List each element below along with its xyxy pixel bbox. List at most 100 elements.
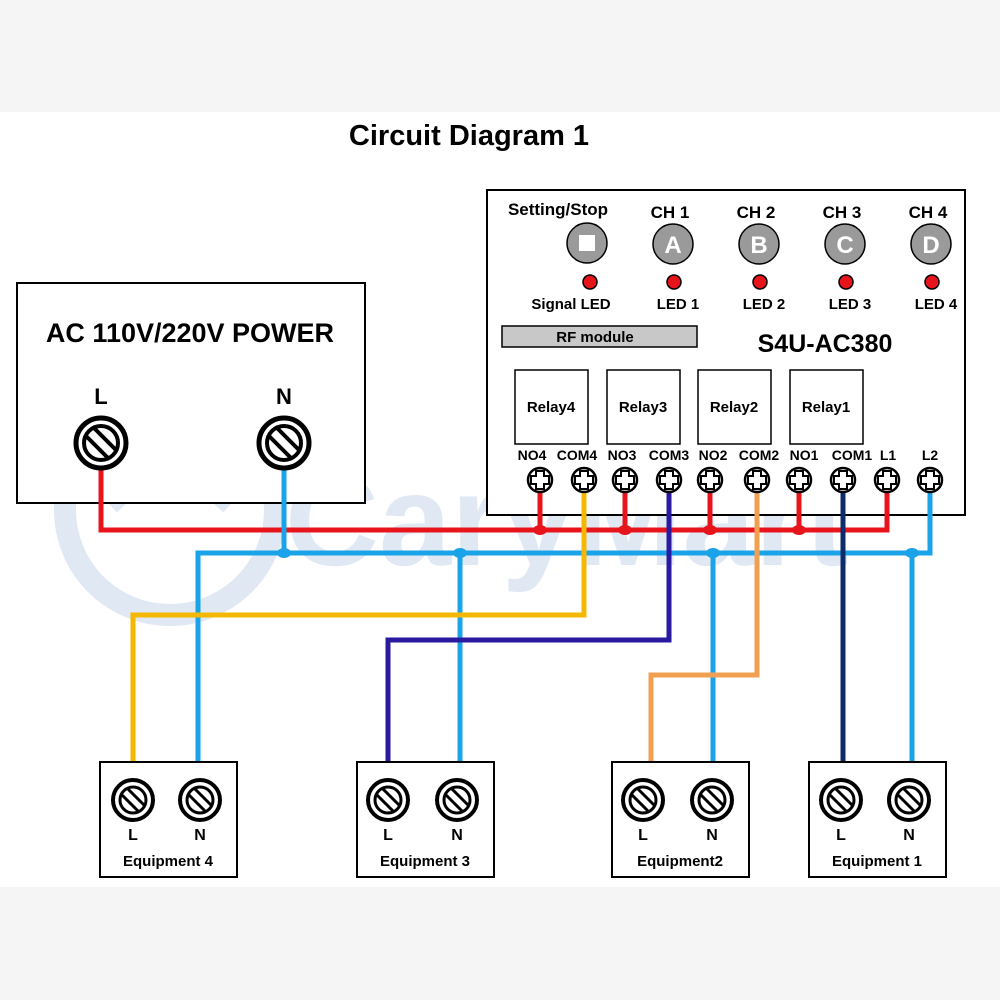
relay-box-relay1 (789, 369, 864, 445)
equipment-4-label: Equipment 4 (123, 853, 214, 870)
equipment-1-l-label: L (836, 827, 846, 844)
live-junction-2 (618, 525, 632, 535)
equipment-4-n-label: N (194, 827, 206, 844)
led-3 (838, 274, 854, 290)
live-junction-4 (792, 525, 806, 535)
relay-box-relay4 (514, 369, 589, 445)
controller-model: S4U-AC380 (758, 330, 893, 358)
channel-button-c[interactable] (824, 223, 866, 265)
led-1 (666, 274, 682, 290)
terminal-label-no1: NO1 (790, 447, 819, 463)
terminal-no3 (611, 466, 639, 494)
equipment-4-l-label: L (128, 827, 138, 844)
terminal-label-l1: L1 (880, 447, 897, 463)
power-terminal-n-label: N (276, 384, 292, 409)
channel-button-letter-4: D (922, 232, 939, 259)
neutral-junction-3 (706, 548, 720, 558)
channel-label-4: CH 4 (909, 203, 948, 222)
terminal-label-l2: L2 (922, 447, 939, 463)
terminal-label-com2: COM2 (739, 447, 780, 463)
controller-box (486, 189, 966, 516)
terminal-no4 (526, 466, 554, 494)
equipment2-n-label: N (706, 827, 718, 844)
signal-led (582, 274, 598, 290)
power-label: AC 110V/220V POWER (46, 318, 334, 348)
relay-label-relay1: Relay1 (802, 399, 850, 416)
channel-button-letter-3: C (836, 232, 853, 259)
neutral-junction-4 (905, 548, 919, 558)
channel-button-letter-1: A (664, 232, 681, 259)
relay-box-relay2 (697, 369, 772, 445)
terminal-label-no2: NO2 (699, 447, 728, 463)
terminal-com3 (655, 466, 683, 494)
terminal-label-no4: NO4 (518, 447, 547, 463)
equipment-1-n-label: N (903, 827, 915, 844)
led-2 (752, 274, 768, 290)
neutral-bus-wire (281, 460, 933, 556)
channel-label-3: CH 3 (823, 203, 862, 222)
equipment2-terminal-n (690, 778, 734, 822)
led-label-4: LED 4 (915, 296, 958, 313)
equipment-4-terminal-l (111, 778, 155, 822)
rf-module-label: RF module (556, 329, 634, 346)
equipment-3-terminal-l (366, 778, 410, 822)
channel-button-d[interactable] (910, 223, 952, 265)
channel-button-a[interactable] (652, 223, 694, 265)
power-terminal-l-label: L (94, 384, 107, 409)
equipment2-terminal-l (621, 778, 665, 822)
terminal-l1 (873, 466, 901, 494)
channel-button-b[interactable] (738, 223, 780, 265)
terminal-com4 (570, 466, 598, 494)
terminal-label-com1: COM1 (832, 447, 873, 463)
equipment-1-label: Equipment 1 (832, 853, 922, 870)
power-terminal-l (76, 418, 126, 468)
channel-label-2: CH 2 (737, 203, 776, 222)
terminal-label-com4: COM4 (557, 447, 598, 463)
equipment-4-terminal-n (178, 778, 222, 822)
neutral-junction-1 (277, 548, 291, 558)
equipment-1-terminal-n (887, 778, 931, 822)
diagram-title: Circuit Diagram 1 (349, 120, 589, 152)
com3-to-equipment-3-wire (385, 492, 672, 800)
live-junction-3 (703, 525, 717, 535)
equipment-3-n-label: N (451, 827, 463, 844)
channel-button-letter-2: B (750, 232, 767, 259)
stop-square-icon (579, 235, 595, 251)
terminal-label-no3: NO3 (608, 447, 637, 463)
equipment-1-terminal-l (819, 778, 863, 822)
equipment2-label: Equipment2 (637, 853, 723, 870)
terminal-no1 (785, 466, 813, 494)
equipment2-l-label: L (638, 827, 648, 844)
channel-label-1: CH 1 (651, 203, 690, 222)
live-bus-wire (98, 460, 890, 533)
power-terminal-n (259, 418, 309, 468)
relay-label-relay4: Relay4 (527, 399, 576, 416)
terminal-l2 (916, 466, 944, 494)
led-label-2: LED 2 (743, 296, 786, 313)
terminal-com1 (829, 466, 857, 494)
equipment-3-terminal-n (435, 778, 479, 822)
com2-to-equipment-2-wire (648, 492, 760, 800)
relay-label-relay3: Relay3 (619, 399, 667, 416)
live-junction-1 (533, 525, 547, 535)
neutral-junction-2 (453, 548, 467, 558)
neutral-to-equipment-4 (195, 550, 284, 800)
setting-stop-label: Setting/Stop (508, 200, 608, 219)
wiring (98, 460, 933, 800)
signal-led-label: Signal LED (531, 296, 610, 313)
led-4 (924, 274, 940, 290)
terminal-label-com3: COM3 (649, 447, 690, 463)
led-label-1: LED 1 (657, 296, 700, 313)
relay-box-relay3 (606, 369, 681, 445)
junctions (277, 525, 919, 558)
power-supply-box (16, 282, 366, 504)
rf-module (501, 325, 698, 348)
terminal-no2 (696, 466, 724, 494)
equipment-3-l-label: L (383, 827, 393, 844)
led-label-3: LED 3 (829, 296, 872, 313)
equipment-3-label: Equipment 3 (380, 853, 470, 870)
terminal-com2 (743, 466, 771, 494)
relay-label-relay2: Relay2 (710, 399, 758, 416)
com4-to-equipment-4-wire (130, 492, 587, 800)
